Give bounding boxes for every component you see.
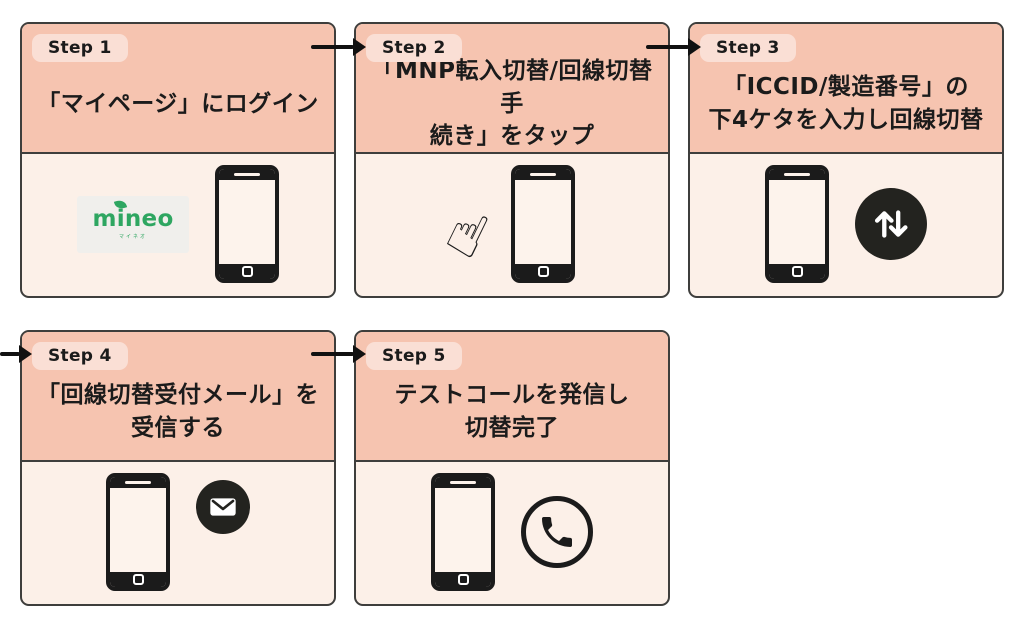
step-1-card: Step 1 「マイページ」にログイン mineo マイネオ: [20, 22, 336, 298]
step-2-card: Step 2 「MNP転入切替/回線切替手 続き」をタップ ☝: [354, 22, 670, 298]
arrow-head-icon: [353, 345, 366, 363]
step-1-title: 「マイページ」にログイン: [22, 88, 334, 121]
step-2-badge: Step 2: [366, 34, 462, 62]
step-5-title-line-2: 切替完了: [465, 415, 559, 441]
arrow-head-icon: [19, 345, 32, 363]
smartphone-icon: [431, 473, 495, 591]
smartphone-icon: [511, 165, 576, 283]
step-1-badge: Step 1: [32, 34, 128, 62]
phone-screen: [515, 180, 571, 264]
step-1-header: Step 1 「マイページ」にログイン: [22, 24, 334, 154]
flow-arrow-edge-to-step4: [0, 344, 32, 364]
arrow-head-icon: [688, 38, 701, 56]
phone-speaker-bar: [435, 477, 491, 488]
mail-icon: [196, 480, 250, 534]
arrow-line: [0, 351, 20, 357]
smartphone-icon: [215, 165, 279, 283]
phone-speaker-bar: [219, 169, 275, 180]
step-3-header: Step 3 「ICCID/製造番号」の 下4ケタを入力し回線切替: [690, 24, 1002, 154]
pointing-hand-icon: ☝: [435, 194, 499, 274]
arrow-head-icon: [353, 38, 366, 56]
step-3-badge: Step 3: [700, 34, 796, 62]
phone-call-icon: [521, 496, 593, 568]
smartphone-icon: [765, 165, 829, 283]
step-2-title: 「MNP転入切替/回線切替手 続き」をタップ: [356, 55, 668, 153]
step-3-illustration: [690, 154, 1002, 294]
step-5-illustration: [356, 462, 668, 602]
phone-screen: [110, 488, 166, 572]
step-1-title-line-1: 「マイページ」にログイン: [37, 90, 319, 117]
step-3-badge-label: Step 3: [716, 38, 780, 58]
mineo-sub-text: マイネオ: [118, 234, 147, 240]
phone-screen: [769, 180, 825, 264]
home-button-icon: [791, 266, 803, 277]
home-button-icon: [457, 574, 469, 585]
step-2-header: Step 2 「MNP転入切替/回線切替手 続き」をタップ: [356, 24, 668, 154]
step-5-title: テストコールを発信し 切替完了: [356, 379, 668, 444]
phone-home-bar: [515, 264, 572, 279]
arrow-line: [311, 44, 354, 50]
step-2-illustration: ☝: [356, 154, 668, 294]
home-button-icon: [132, 574, 144, 585]
home-button-icon: [537, 266, 549, 277]
arrow-line: [646, 44, 689, 50]
phone-screen: [219, 180, 275, 264]
step-5-card: Step 5 テストコールを発信し 切替完了: [354, 330, 670, 606]
flow-arrow-step4-to-step5: [311, 344, 366, 364]
step-4-title: 「回線切替受付メール」を 受信する: [22, 379, 334, 444]
step-4-title-line-1: 「回線切替受付メール」を: [37, 382, 319, 409]
step-3-title: 「ICCID/製造番号」の 下4ケタを入力し回線切替: [690, 71, 1002, 136]
step-4-title-line-2: 受信する: [131, 415, 225, 441]
phone-speaker-bar: [769, 169, 825, 180]
flow-arrow-step2-to-step3: [646, 37, 701, 57]
step-3-title-line-1: 「ICCID/製造番号」の: [723, 74, 969, 101]
step-4-badge-label: Step 4: [48, 346, 112, 366]
step-3-title-line-2: 下4ケタを入力し回線切替: [708, 107, 984, 133]
step-4-illustration: [22, 462, 334, 602]
step-2-title-line-1: 「MNP転入切替/回線切替手: [371, 58, 653, 117]
phone-home-bar: [219, 264, 275, 279]
mineo-brand-text: mineo: [92, 198, 173, 231]
step-5-badge-label: Step 5: [382, 346, 446, 366]
step-2-badge-label: Step 2: [382, 38, 446, 58]
arrow-line: [311, 351, 354, 357]
step-5-badge: Step 5: [366, 342, 462, 370]
phone-speaker-bar: [515, 169, 572, 180]
phone-speaker-bar: [110, 477, 166, 488]
step-1-badge-label: Step 1: [48, 38, 112, 58]
step-4-card: Step 4 「回線切替受付メール」を 受信する: [20, 330, 336, 606]
transfer-arrows-icon: [855, 188, 927, 260]
step-5-title-line-1: テストコールを発信し: [394, 382, 630, 409]
smartphone-icon: [106, 473, 170, 591]
step-2-title-line-2: 続き」をタップ: [429, 123, 595, 150]
flow-arrow-step1-to-step2: [311, 37, 366, 57]
mineo-logo: mineo マイネオ: [77, 195, 189, 253]
phone-home-bar: [769, 264, 825, 279]
step-5-header: Step 5 テストコールを発信し 切替完了: [356, 332, 668, 462]
phone-home-bar: [110, 572, 166, 587]
phone-home-bar: [435, 572, 491, 587]
home-button-icon: [241, 266, 253, 277]
step-3-card: Step 3 「ICCID/製造番号」の 下4ケタを入力し回線切替: [688, 22, 1004, 298]
step-1-illustration: mineo マイネオ: [22, 154, 334, 294]
step-4-header: Step 4 「回線切替受付メール」を 受信する: [22, 332, 334, 462]
phone-screen: [435, 488, 491, 572]
step-4-badge: Step 4: [32, 342, 128, 370]
